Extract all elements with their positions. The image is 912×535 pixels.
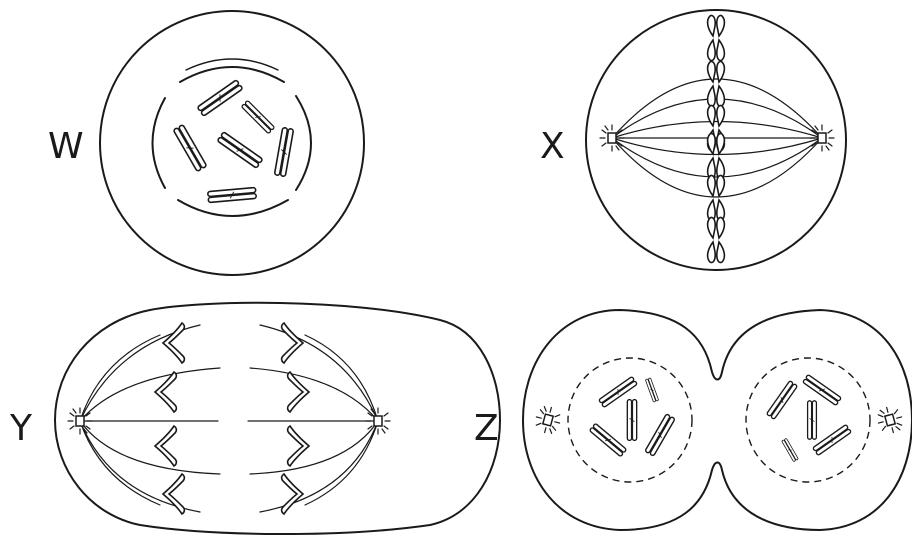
panel-z: Z — [474, 310, 912, 530]
chromosomes-w — [173, 80, 293, 203]
cell-membrane-z — [523, 310, 912, 530]
label-z: Z — [474, 408, 499, 449]
panel-w: W — [48, 11, 364, 275]
spindle-fibers-y — [80, 325, 378, 512]
metaphase-plate-chromosomes-x — [708, 15, 725, 262]
panel-y: Y — [9, 303, 500, 534]
chromatids-left-y — [155, 323, 184, 514]
chromatids-right-y — [282, 323, 309, 514]
centrosome-z-right — [875, 404, 905, 435]
cell-membrane-y — [55, 303, 500, 534]
chromosomes-z-left — [589, 376, 675, 456]
centrosome-z-left — [533, 404, 563, 435]
cell-membrane-x — [586, 10, 846, 270]
chromosomes-z-right — [766, 374, 851, 461]
panel-x: X — [540, 10, 846, 270]
label-y: Y — [9, 408, 33, 449]
label-w: W — [48, 126, 84, 167]
label-x: X — [540, 126, 565, 167]
